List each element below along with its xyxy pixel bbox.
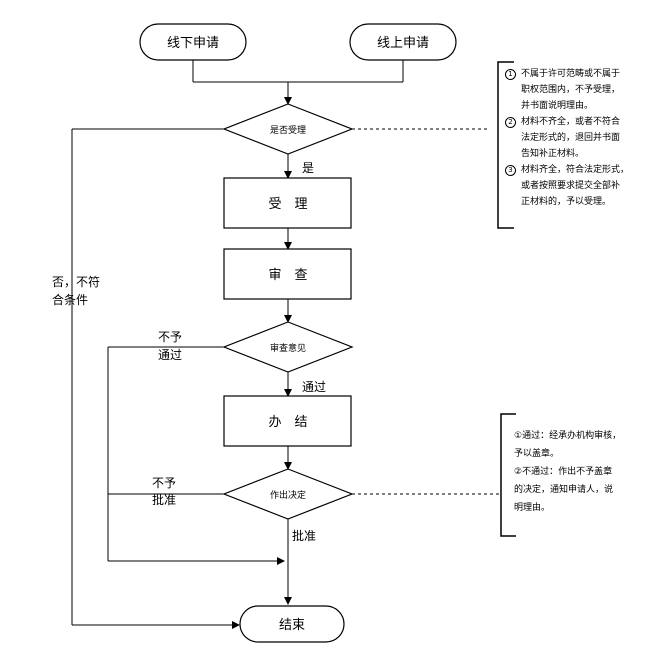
review-label: 审 查 (268, 268, 307, 283)
note1-item-2-line-2: 法定形式的，退回并书面 (521, 133, 621, 143)
offline-apply-label: 线下申请 (167, 36, 219, 51)
note1-item-3-num: 3 (505, 165, 516, 176)
note2-line-4: 的决定，通知申请人，说 (514, 485, 614, 495)
note1-item-3-line-2: 或者按照要求提交全部补 (521, 181, 621, 191)
edge-reject-pass-label-2: 通过 (158, 348, 182, 362)
note1-item-2: 2 材料不齐全，或者不符合 法定形式的，退回并书面 告知补正材料。 (505, 114, 655, 162)
merge-connector (192, 60, 404, 105)
note2-line-5: 明理由。 (514, 503, 551, 513)
edge-approve-label: 批准 (292, 528, 316, 543)
offline-apply-node: 线下申请 (139, 23, 247, 61)
review-opinion-diamond: 审查意见 (222, 321, 354, 373)
edge-reject-pass-label-1: 不予 (158, 330, 182, 344)
edge-pass-label: 通过 (302, 380, 326, 394)
edge-yes-label: 是 (302, 161, 314, 175)
edge-reject-approve-label-2: 批准 (152, 492, 176, 507)
note1-item-3: 3 材料齐全，符合法定形式， 或者按照要求提交全部补 正材料的，予以受理。 (505, 162, 655, 210)
handle-label: 办 结 (268, 415, 307, 430)
note1-item-1-line-1: 不属于许可范畴或不属于 (521, 69, 621, 79)
note1-item-1-num: 1 (505, 69, 516, 80)
note1-item-1-line-2: 职权范围内，不予受理， (521, 85, 621, 95)
note2-line-2: 予以盖章。 (514, 449, 560, 459)
note1-item-1: 1 不属于许可范畴或不属于 职权范围内，不予受理， 并书面说明理由。 (505, 66, 655, 114)
note2: ①通过：经承办机构审核， 予以盖章。 ②不通过：作出不予盖章 的决定，通知申请人… (514, 427, 654, 517)
accept-check-label: 是否受理 (270, 124, 306, 136)
note1-bracket (497, 61, 514, 229)
note2-bracket (500, 413, 516, 537)
note1: 1 不属于许可范畴或不属于 职权范围内，不予受理， 并书面说明理由。 2 材料不… (505, 66, 655, 210)
online-apply-node: 线上申请 (349, 23, 457, 61)
end-node: 结束 (239, 605, 345, 643)
edge-no-label-1: 否，不符 (52, 274, 100, 289)
decision-label: 作出决定 (270, 489, 306, 501)
edge-reject-approve-label-1: 不予 (152, 476, 176, 490)
note2-line-1: ①通过：经承办机构审核， (514, 431, 622, 441)
review-opinion-label: 审查意见 (270, 342, 306, 354)
note1-item-2-line-3: 告知补正材料。 (521, 149, 585, 159)
accept-check-diamond: 是否受理 (222, 103, 354, 155)
end-label: 结束 (279, 618, 305, 633)
note1-item-3-line-3: 正材料的，予以受理。 (521, 197, 612, 207)
edge-reject-loop (107, 346, 285, 565)
note2-line-3: ②不通过：作出不予盖章 (514, 467, 613, 477)
handle-box: 办 结 (223, 395, 352, 447)
online-apply-label: 线上申请 (377, 36, 429, 51)
decision-diamond: 作出决定 (222, 468, 354, 520)
note1-item-1-line-3: 并书面说明理由。 (521, 101, 594, 111)
edge-no-label-2: 合条件 (52, 292, 88, 307)
note1-item-2-num: 2 (505, 117, 516, 128)
edge-no-loop (71, 128, 240, 629)
note1-item-2-line-1: 材料不齐全，或者不符合 (521, 117, 621, 127)
accept-box: 受 理 (223, 177, 352, 229)
accept-label: 受 理 (268, 197, 307, 212)
note1-item-3-line-1: 材料齐全，符合法定形式， (521, 165, 630, 175)
review-box: 审 查 (223, 248, 352, 300)
